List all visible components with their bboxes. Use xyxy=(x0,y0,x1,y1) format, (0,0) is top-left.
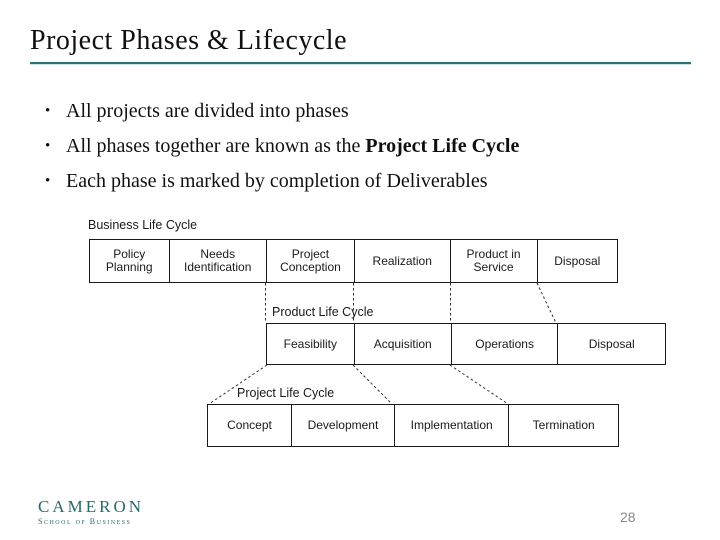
bullet-item: • All phases together are known as the P… xyxy=(36,129,696,164)
bullet-item: • All projects are divided into phases xyxy=(36,94,696,129)
phase-cell: Implementation xyxy=(395,405,510,446)
business-lifecycle-row: Policy Planning Needs Identification Pro… xyxy=(89,239,618,283)
page-number: 28 xyxy=(620,509,636,525)
bullet-list: • All projects are divided into phases •… xyxy=(36,94,696,199)
bullet-icon: • xyxy=(45,173,51,189)
product-lifecycle-row: Feasibility Acquisition Operations Dispo… xyxy=(266,323,666,365)
phase-cell: Termination xyxy=(532,418,595,432)
phase-cell: Disposal xyxy=(554,253,601,268)
bullet-item: • Each phase is marked by completion of … xyxy=(36,164,696,199)
phase-cell: Feasibility xyxy=(267,324,355,364)
product-lifecycle-label: Product Life Cycle xyxy=(272,305,374,319)
phase-cell: Realization xyxy=(355,240,451,282)
connector-dashed-line xyxy=(352,364,393,405)
page-title: Project Phases & Lifecycle xyxy=(30,25,348,56)
phase-cell: Concept xyxy=(208,405,292,446)
phase-cell: Project Conception xyxy=(267,240,355,282)
bullet-text: Each phase is marked by completion of De… xyxy=(66,170,488,192)
phase-cell: Acquisition xyxy=(355,324,452,364)
project-lifecycle-label: Project Life Cycle xyxy=(237,386,335,400)
phase-cell: Needs Identification xyxy=(170,240,267,282)
connector-dashed-line xyxy=(536,282,557,324)
bullet-text: All phases together are known as the Pro… xyxy=(66,135,519,157)
phase-cell: Operations xyxy=(452,324,559,364)
phase-cell: Product in Service xyxy=(451,240,538,282)
business-lifecycle-label: Business Life Cycle xyxy=(88,218,198,232)
phase-cell: Development xyxy=(292,405,395,446)
bullet-text-prefix: All phases together are known as the xyxy=(66,135,366,157)
phase-cell: Disposal xyxy=(588,336,635,351)
phase-cell: Policy Planning xyxy=(90,240,170,282)
project-lifecycle-row: Concept Development Implementation Termi… xyxy=(207,404,619,447)
logo-text-cameron: CAMERON xyxy=(38,497,145,516)
bullet-text-bold: Project Life Cycle xyxy=(365,135,520,157)
title-underline xyxy=(30,62,691,64)
bullet-text: All projects are divided into phases xyxy=(66,100,349,122)
cameron-school-logo: CAMERON School of Business xyxy=(38,497,145,527)
bullet-icon: • xyxy=(45,103,51,119)
logo-text-school: School of Business xyxy=(38,517,132,526)
bullet-icon: • xyxy=(45,138,51,154)
connector-dashed-line xyxy=(449,364,509,405)
